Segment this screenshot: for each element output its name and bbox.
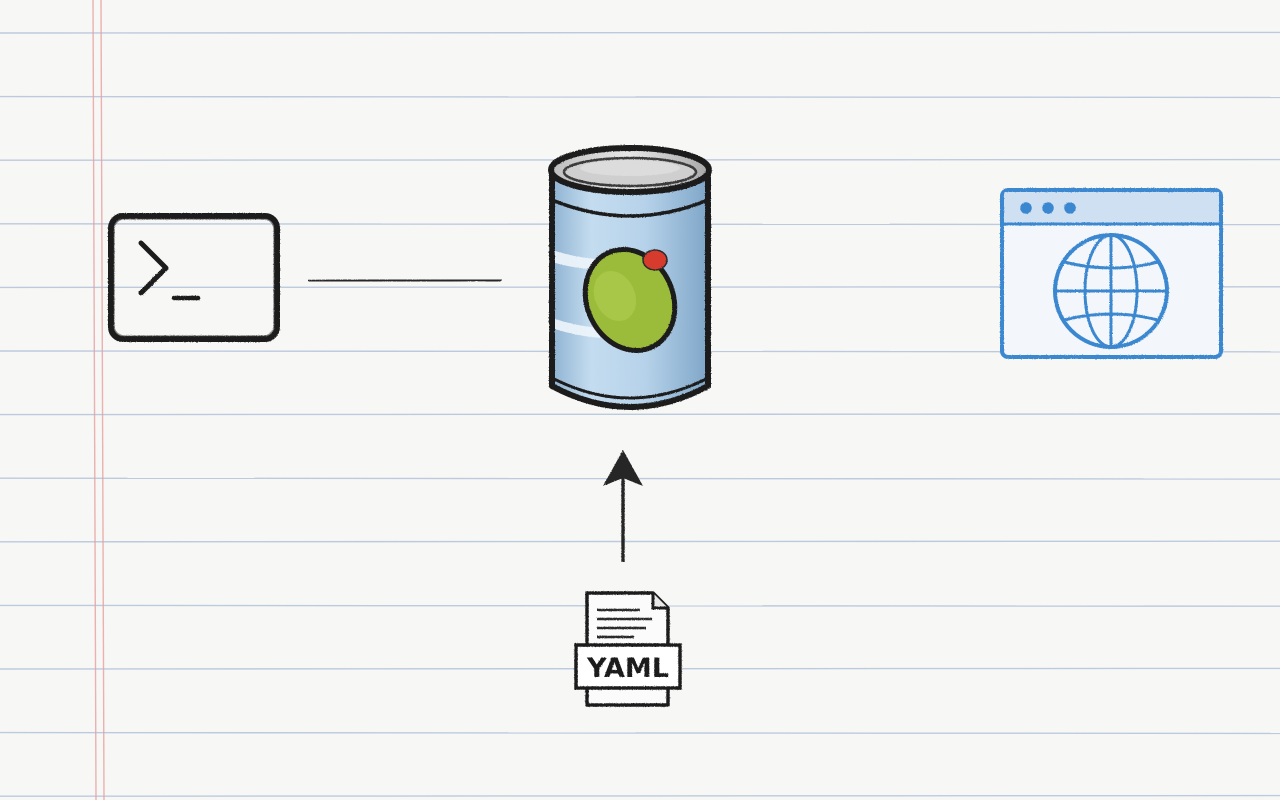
margin-line bbox=[92, 0, 105, 800]
arrow-yaml-to-can bbox=[603, 450, 643, 562]
ruled-line bbox=[0, 794, 1280, 797]
yaml-label: YAML bbox=[586, 653, 669, 684]
terminal-icon bbox=[108, 213, 280, 342]
ruled-line bbox=[0, 540, 1280, 543]
ruled-line bbox=[0, 95, 1280, 99]
yaml-file-icon: YAML bbox=[574, 591, 682, 707]
ruled-line bbox=[0, 477, 1280, 480]
olive-can-icon bbox=[548, 145, 712, 410]
arrow-terminal-to-can bbox=[307, 268, 503, 292]
globe-browser-icon bbox=[1000, 188, 1223, 359]
ruled-line bbox=[0, 31, 1280, 34]
ruled-line bbox=[0, 731, 1280, 735]
ruled-line bbox=[0, 413, 1280, 416]
